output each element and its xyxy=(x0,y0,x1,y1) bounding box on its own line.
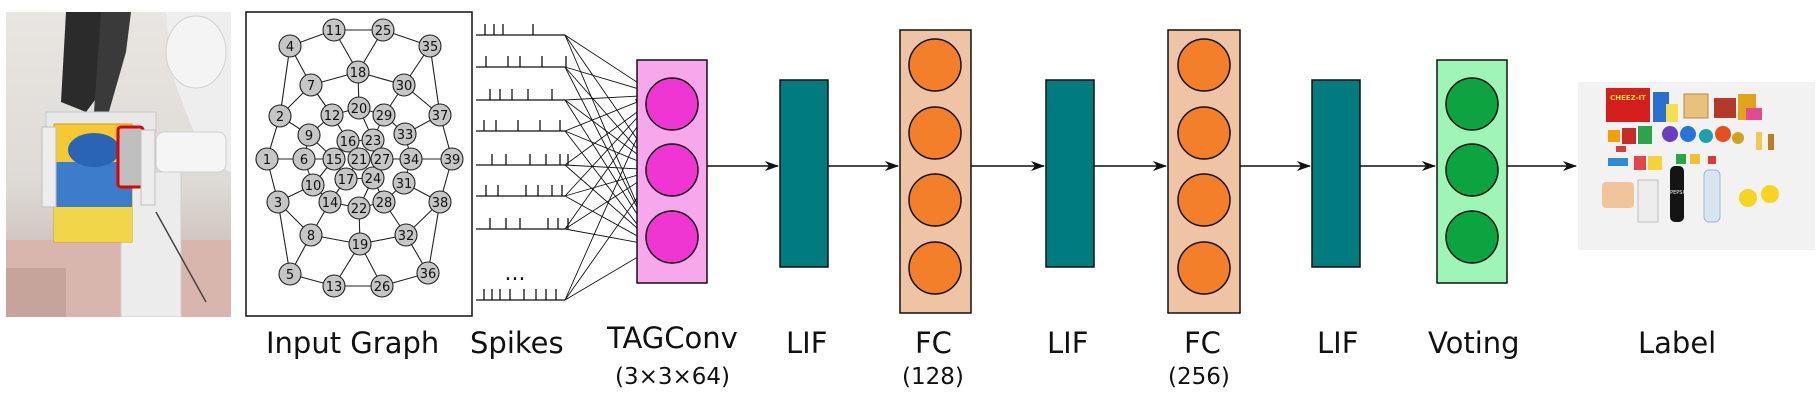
graph-node-label: 3 xyxy=(274,196,282,211)
lif-block-3 xyxy=(1312,80,1360,267)
voting-neuron xyxy=(1446,144,1498,196)
tagconv-neuron xyxy=(646,144,698,196)
fan-connection xyxy=(565,253,645,300)
graph-node-label: 39 xyxy=(444,153,461,168)
graph-node-label: 17 xyxy=(338,173,355,188)
graph-node-label: 6 xyxy=(300,153,308,168)
fc128-neuron xyxy=(909,39,961,91)
label-fc-2: FC xyxy=(1184,326,1221,360)
lif-block-1 xyxy=(780,80,828,267)
graph-node-label: 7 xyxy=(307,79,315,94)
graph-node-label: 16 xyxy=(340,135,357,150)
voting-neuron xyxy=(1446,78,1498,130)
fan-connection xyxy=(565,99,644,131)
fc256-neuron xyxy=(1178,107,1230,159)
graph-node-label: 13 xyxy=(326,280,343,295)
graph-node-label: 15 xyxy=(326,153,343,168)
graph-node-label: 30 xyxy=(396,79,413,94)
graph-node-label: 18 xyxy=(350,66,367,81)
graph-node-label: 5 xyxy=(286,268,294,283)
fan-connection xyxy=(565,111,648,229)
pepsi-bottle-text: PEPSI xyxy=(1670,190,1684,196)
graph-node-label: 9 xyxy=(305,129,313,144)
graph-node-label: 32 xyxy=(398,229,415,244)
graph-node-label: 23 xyxy=(365,134,382,149)
label-lif-2: LIF xyxy=(1047,326,1088,360)
label-fc-1: FC xyxy=(915,326,952,360)
graph-node-label: 22 xyxy=(351,202,368,217)
lif-block-2 xyxy=(1046,80,1094,267)
graph-node-label: 4 xyxy=(286,40,294,55)
graph-node-label: 8 xyxy=(307,229,315,244)
graph-node-label: 38 xyxy=(432,196,449,211)
graph-node-label: 37 xyxy=(432,109,449,124)
spike-ellipsis: ... xyxy=(505,261,526,286)
graph-node-label: 25 xyxy=(375,24,392,39)
label-spikes: Spikes xyxy=(470,326,564,360)
graph-node-label: 20 xyxy=(351,102,368,117)
fc256-neuron xyxy=(1178,242,1230,294)
label-lif-3: LIF xyxy=(1317,326,1358,360)
fan-connection xyxy=(565,67,648,92)
label-tagconv: TAGConv xyxy=(607,321,738,355)
graph-node-label: 29 xyxy=(376,109,393,124)
fan-connection xyxy=(565,35,646,88)
graph-node-label: 27 xyxy=(374,153,391,168)
object-set-photo: CHEEZ-IT PEPSI xyxy=(1578,82,1815,250)
fc256-neuron xyxy=(1178,174,1230,226)
fan-connection xyxy=(565,131,643,232)
graph-node-label: 28 xyxy=(376,196,393,211)
label-output: Label xyxy=(1638,326,1716,360)
label-tagconv-dims: (3×3×64) xyxy=(615,364,730,390)
fc128-neuron xyxy=(909,242,961,294)
graph-node-label: 36 xyxy=(420,267,437,282)
label-fc-2-size: (256) xyxy=(1168,364,1230,390)
label-input-graph: Input Graph xyxy=(266,326,439,360)
tagconv-neuron xyxy=(646,211,698,263)
fc128-neuron xyxy=(909,107,961,159)
graph-node-label: 11 xyxy=(326,24,343,39)
graph-node-label: 24 xyxy=(365,172,382,187)
graph-node-label: 34 xyxy=(403,153,420,168)
label-voting: Voting xyxy=(1428,326,1520,360)
fan-connection xyxy=(565,131,648,165)
label-lif-1: LIF xyxy=(786,326,827,360)
graph-node-label: 10 xyxy=(305,179,322,194)
graph-node-label: 14 xyxy=(322,196,339,211)
graph-node-label: 31 xyxy=(396,177,413,192)
graph-node-label: 2 xyxy=(276,110,284,125)
fan-connection xyxy=(565,107,647,196)
graph-node-label: 1 xyxy=(263,153,271,168)
graph-node-label: 21 xyxy=(351,153,368,168)
fan-connection xyxy=(565,96,647,100)
graph-node-label: 19 xyxy=(352,238,369,253)
spike-trains xyxy=(476,24,568,300)
graph-node-label: 26 xyxy=(374,280,391,295)
cheezit-box-text: CHEEZ-IT xyxy=(1610,94,1646,102)
graph-node-label: 33 xyxy=(397,128,414,143)
fc256-neuron xyxy=(1178,39,1230,91)
tagconv-neuron xyxy=(646,78,698,130)
fc128-neuron xyxy=(909,174,961,226)
graph-node-label: 35 xyxy=(422,40,439,55)
fan-connection xyxy=(565,173,644,196)
graph-node-label: 12 xyxy=(324,109,341,124)
voting-neuron xyxy=(1446,211,1498,263)
label-fc-1-size: (128) xyxy=(902,364,964,390)
